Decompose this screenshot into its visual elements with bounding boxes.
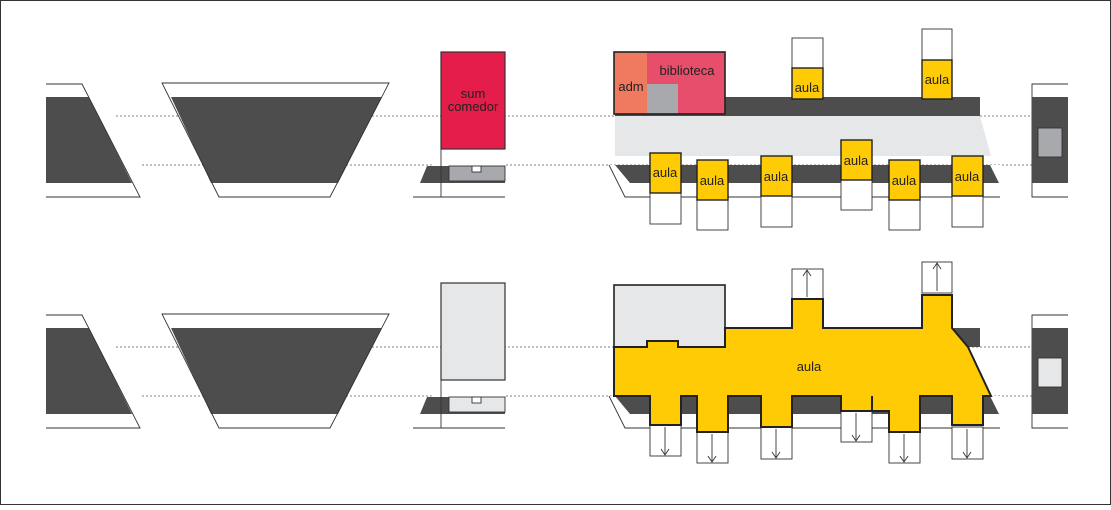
- bottom-diagram: aula: [46, 261, 1068, 464]
- classroom-bottom-1: [649, 152, 682, 194]
- aula-label: aula: [955, 169, 980, 184]
- expansion-arrows-down: [649, 410, 984, 464]
- sum-comedor-block: sum comedor: [413, 51, 506, 198]
- school-wing-bottom: aula: [608, 261, 1000, 464]
- aula-label: aula: [892, 173, 917, 188]
- biblioteca-label: biblioteca: [660, 63, 716, 78]
- classroom-top-1: [791, 67, 824, 100]
- top-diagram: sum comedor adm biblioteca aula aula: [46, 28, 1068, 231]
- right-end-block-top: [1031, 83, 1068, 198]
- left-wedge-top: [46, 83, 141, 198]
- aula-label: aula: [764, 169, 789, 184]
- adm-room: [614, 52, 647, 114]
- classroom-top-2: [921, 59, 953, 100]
- trapezoid-block-bottom: [161, 313, 390, 429]
- school-wing-top: adm biblioteca aula aula aula aula aula …: [608, 28, 1000, 231]
- sum-label: sum: [461, 86, 486, 101]
- adm-label: adm: [618, 79, 643, 94]
- trapezoid-block-top: [161, 82, 390, 198]
- classroom-bottom-6: [951, 155, 984, 197]
- merged-aula-space: [613, 294, 993, 433]
- right-end-block-bottom: [1031, 314, 1068, 429]
- former-library-block: [613, 284, 726, 348]
- merged-aula-label: aula: [797, 359, 822, 374]
- classroom-bottom-4: [840, 139, 873, 181]
- classroom-bottom-2: [696, 159, 729, 201]
- sum-comedor-block-bottom: [413, 282, 506, 429]
- left-wedge-bottom: [46, 314, 141, 429]
- sum-comedor-room: [440, 51, 506, 150]
- aula-label: aula: [653, 165, 678, 180]
- aula-label: aula: [925, 72, 950, 87]
- aula-label: aula: [795, 80, 820, 95]
- library-core: [647, 84, 678, 114]
- comedor-label: comedor: [448, 99, 499, 114]
- classroom-bottom-5: [888, 159, 921, 201]
- expansion-arrows-up: [791, 261, 953, 300]
- aula-label: aula: [844, 153, 869, 168]
- classroom-bottom-3: [760, 155, 793, 197]
- aula-label: aula: [700, 173, 725, 188]
